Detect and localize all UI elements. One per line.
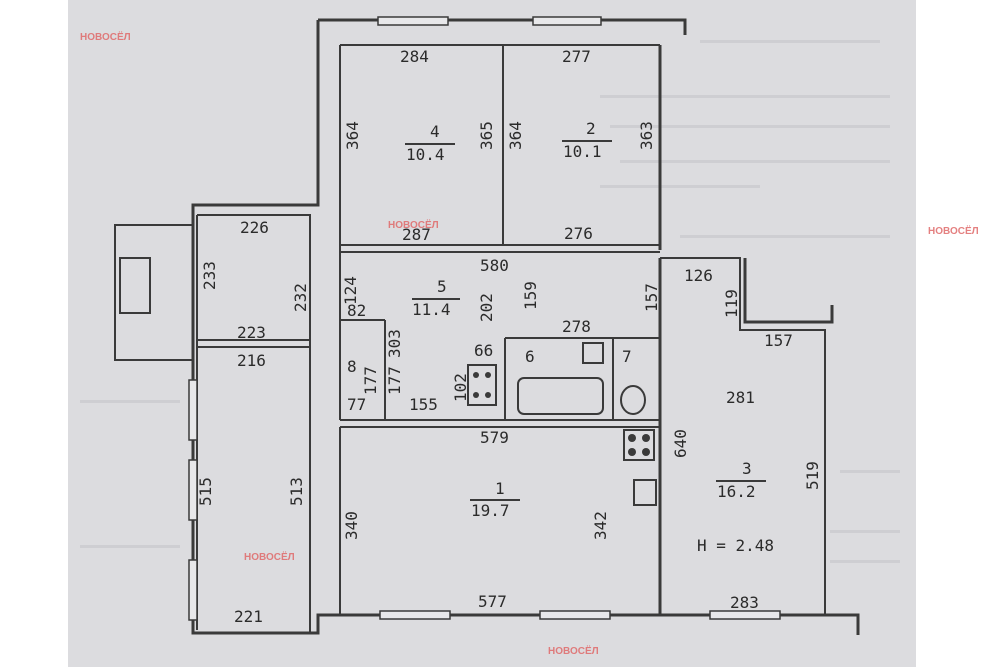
room-1-number: 1 — [495, 479, 505, 498]
dim-580: 580 — [480, 256, 509, 275]
watermark-logo: НОВОСЁЛ — [244, 550, 295, 563]
watermark-logo: НОВОСЁЛ — [80, 30, 131, 43]
dim-157-a: 157 — [764, 331, 793, 350]
dim-233: 233 — [200, 261, 219, 290]
bathtub-icon — [517, 377, 604, 415]
stove-small-icon — [467, 364, 497, 406]
dim-124: 124 — [341, 276, 360, 305]
watermark-logo: НОВОСЁЛ — [388, 218, 439, 231]
dim-340: 340 — [342, 511, 361, 540]
dim-155: 155 — [409, 395, 438, 414]
dim-281: 281 — [726, 388, 755, 407]
dim-77: 77 — [347, 395, 366, 414]
dim-223: 223 — [237, 323, 266, 342]
dim-364-b: 364 — [506, 121, 525, 150]
dim-364-a: 364 — [343, 121, 362, 150]
dim-640: 640 — [671, 429, 690, 458]
watermark-logo: НОВОСЁЛ — [548, 644, 599, 657]
dim-157-b: 157 — [642, 283, 661, 312]
dim-277: 277 — [562, 47, 591, 66]
room-4-number: 4 — [430, 122, 440, 141]
dim-159: 159 — [521, 281, 540, 310]
room-2-area: 10.1 — [563, 142, 602, 161]
room-5-number: 5 — [437, 277, 447, 296]
dim-226: 226 — [240, 218, 269, 237]
watermarks: НОВОСЁЛ НОВОСЁЛ НОВОСЁЛ НОВОСЁЛ НОВОСЁЛ — [80, 30, 979, 657]
dimension-labels: 284 277 364 365 364 363 226 287 276 580 … — [196, 47, 822, 626]
room-5-area: 11.4 — [412, 300, 451, 319]
paper-sheet — [68, 0, 916, 667]
room-labels: 4 10.4 2 10.1 5 11.4 1 19.7 3 16.2 6 7 8… — [347, 119, 774, 555]
dim-363: 363 — [637, 121, 656, 150]
ceiling-height-label: H = 2.48 — [697, 536, 774, 555]
room-7-number: 7 — [622, 347, 632, 366]
dim-283: 283 — [730, 593, 759, 612]
dim-232: 232 — [291, 283, 310, 312]
windows — [188, 16, 781, 621]
dim-119: 119 — [722, 289, 741, 318]
dim-278: 278 — [562, 317, 591, 336]
background-text-lines — [80, 40, 900, 563]
dim-303: 303 — [385, 329, 404, 358]
dim-579: 579 — [480, 428, 509, 447]
dim-284: 284 — [400, 47, 429, 66]
dim-342: 342 — [591, 511, 610, 540]
watermark-logo: НОВОСЁЛ — [928, 224, 979, 237]
dim-519: 519 — [803, 461, 822, 490]
toilet-icon — [620, 385, 646, 415]
room-2-number: 2 — [586, 119, 596, 138]
kitchen-stove-icon — [623, 429, 655, 461]
room-1-area: 19.7 — [471, 501, 510, 520]
dim-287: 287 — [402, 225, 431, 244]
dim-221: 221 — [234, 607, 263, 626]
dim-276: 276 — [564, 224, 593, 243]
dim-365: 365 — [477, 121, 496, 150]
dim-126: 126 — [684, 266, 713, 285]
dim-515: 515 — [196, 477, 215, 506]
dim-177-b: 177 — [385, 366, 404, 395]
kitchen-sink-icon — [633, 479, 657, 506]
sink-icon — [582, 342, 604, 364]
dim-216: 216 — [237, 351, 266, 370]
room-8-number: 8 — [347, 357, 357, 376]
dim-82: 82 — [347, 301, 366, 320]
dim-513: 513 — [287, 477, 306, 506]
dim-177-a: 177 — [361, 366, 380, 395]
room-3-number: 3 — [742, 459, 752, 478]
dim-66: 66 — [474, 341, 493, 360]
fixtures — [467, 342, 657, 506]
dim-202: 202 — [477, 293, 496, 322]
room-3-area: 16.2 — [717, 482, 756, 501]
dim-577: 577 — [478, 592, 507, 611]
dim-102: 102 — [451, 373, 470, 402]
room-4-area: 10.4 — [406, 145, 445, 164]
room-6-number: 6 — [525, 347, 535, 366]
